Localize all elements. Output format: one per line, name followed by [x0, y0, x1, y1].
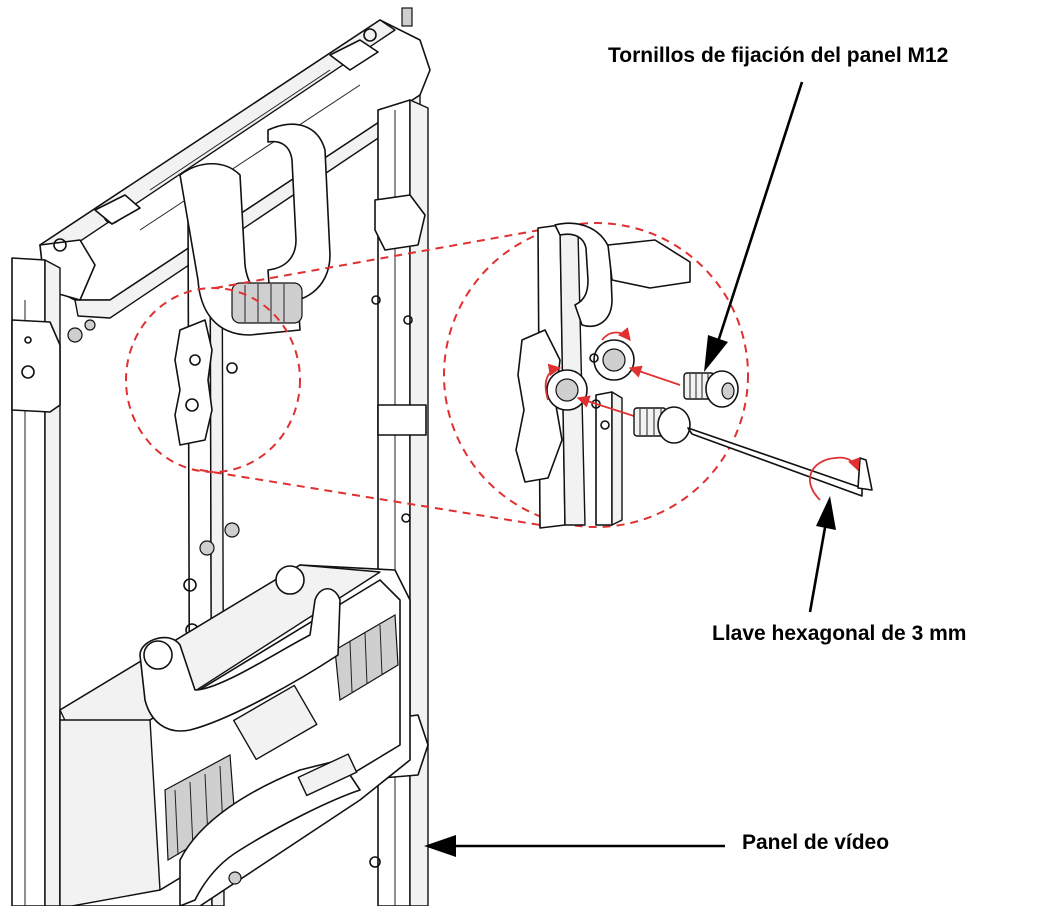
leader-arrow-icon — [808, 521, 828, 613]
label-mounting-screws: Tornillos de fijación del panel M12 — [608, 44, 949, 67]
leader-arrow-icon — [704, 335, 728, 372]
projection-line-bottom — [199, 469, 541, 526]
brand-plate — [232, 684, 318, 761]
leader-arrow-icon — [816, 496, 836, 530]
left-post — [11, 257, 96, 906]
leader-arrows — [424, 81, 836, 857]
carry-handle — [179, 123, 331, 336]
video-panel — [59, 564, 411, 906]
hex-key — [687, 427, 873, 501]
rotation-arrow-icon — [808, 456, 860, 501]
m12-screw-upper — [683, 370, 739, 408]
detail-source-ellipse — [125, 287, 301, 473]
rotation-arrow-icon — [544, 363, 562, 401]
detail-zoom — [443, 222, 749, 529]
m12-screw-lower — [633, 406, 691, 444]
leader-arrow-icon — [714, 81, 804, 349]
label-hex-key: Llave hexagonal de 3 mm — [712, 622, 967, 645]
rotation-arrow-icon — [601, 327, 631, 341]
leader-arrow-icon — [424, 835, 456, 857]
label-video-panel: Panel de vídeo — [742, 831, 890, 854]
handle-grip — [231, 282, 303, 324]
